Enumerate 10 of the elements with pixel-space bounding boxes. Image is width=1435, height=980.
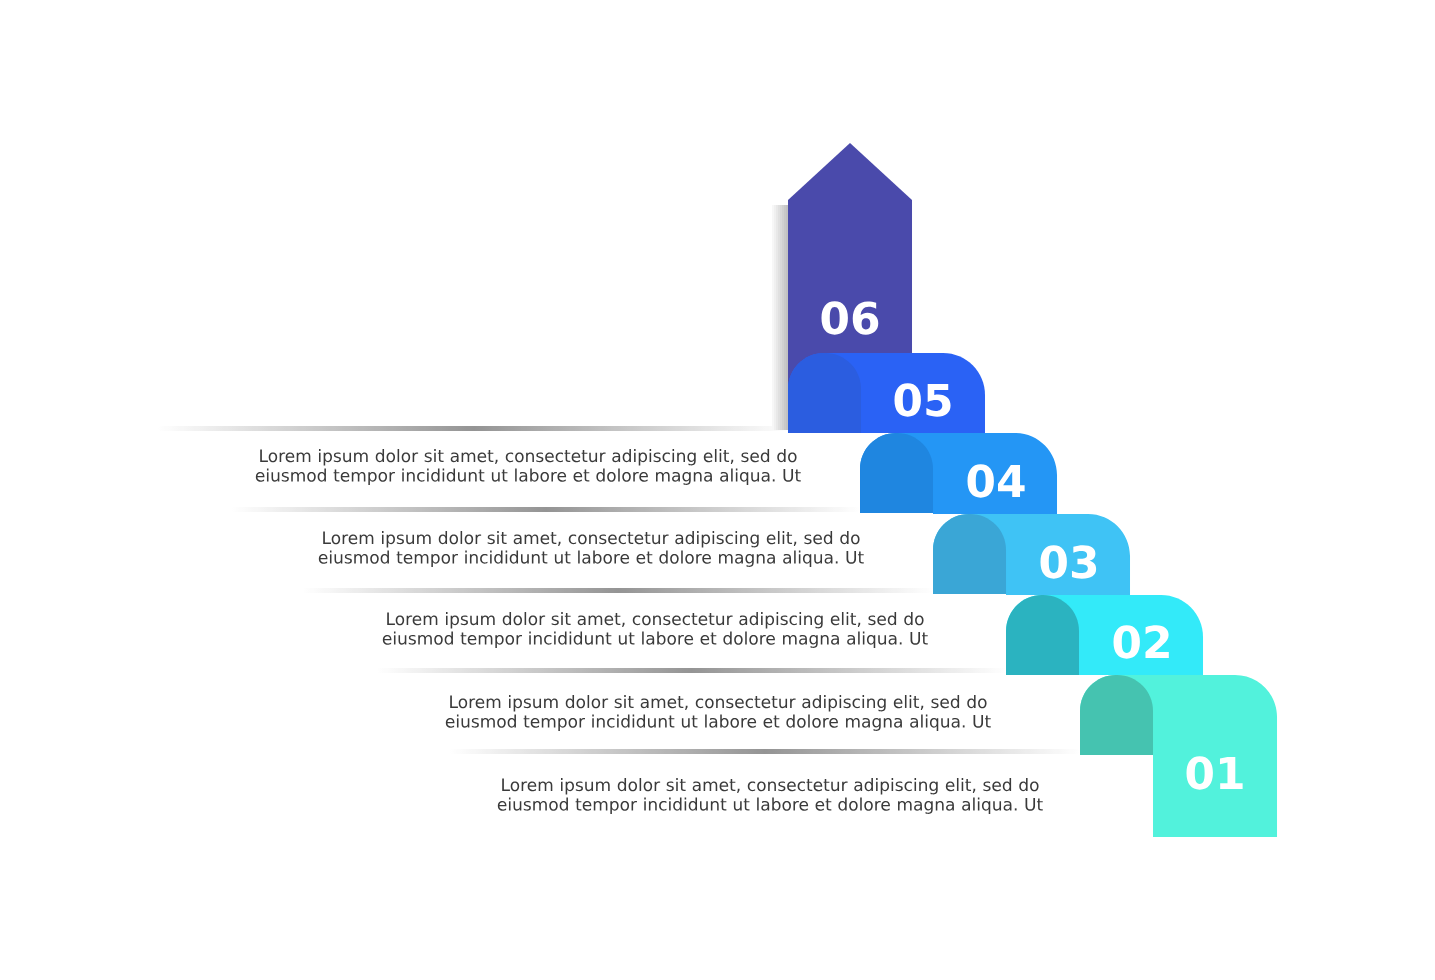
step-block: 04 [860,433,1057,514]
description-text: Lorem ipsum dolor sit amet, consectetur adipiscing elit, sed do eiusmod tempor incididunt ut labore et dolore magna aliqua. Ut [255,449,801,485]
step-block: 01 [1080,675,1277,837]
step-block: 05 [788,353,985,433]
description-text: Lorem ipsum dolor sit amet, consectetur adipiscing elit, sed do eiusmod tempor incididunt ut labore et dolore magna aliqua. Ut [382,612,928,648]
step-block: 02 [1006,595,1203,675]
description-text: Lorem ipsum dolor sit amet, consectetur adipiscing elit, sed do eiusmod tempor incididunt ut labore et dolore magna aliqua. Ut [497,778,1043,814]
step-block: 03 [933,514,1130,595]
description-text: Lorem ipsum dolor sit amet, consectetur adipiscing elit, sed do eiusmod tempor incididunt ut labore et dolore magna aliqua. Ut [318,531,864,567]
description-text: Lorem ipsum dolor sit amet, consectetur adipiscing elit, sed do eiusmod tempor incididunt ut labore et dolore magna aliqua. Ut [445,695,991,731]
